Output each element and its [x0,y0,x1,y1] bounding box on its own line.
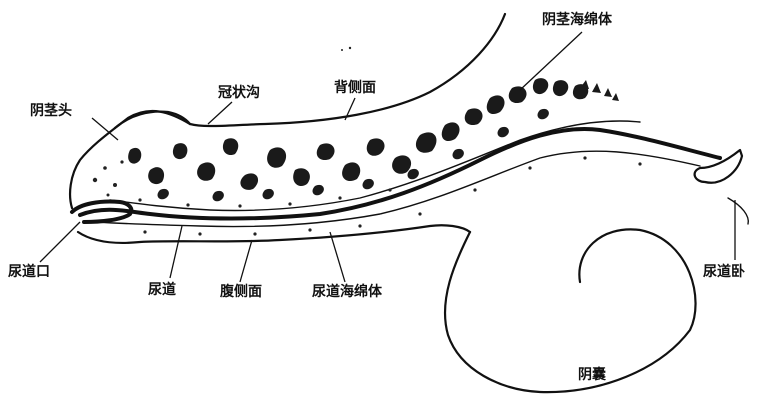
leader-urethra [170,226,182,278]
label-urethra: 尿道 [148,281,176,298]
leader-coronal-sulcus [208,102,232,124]
bulb-loop [728,198,748,224]
anatomy-outlines [70,14,748,392]
label-urethral-bulb: 尿道卧 [703,263,745,280]
leader-corpus-spongiosum [330,232,345,282]
label-dorsal-side: 背侧面 [334,79,376,96]
label-glans: 阴茎头 [30,102,72,119]
scrotum-outline [445,229,696,392]
label-coronal-sulcus: 冠状沟 [218,84,260,101]
leader-urethral-orifice [40,222,80,262]
label-scrotum: 阴囊 [578,366,607,383]
label-ventral-side: 腹侧面 [220,283,262,300]
label-urethral-orifice: 尿道口 [8,263,50,280]
urethra-upper-line [110,121,640,211]
leader-ventral-side [240,240,252,282]
urethra-channel [72,121,720,227]
leader-corpus-cavernosum [520,32,582,90]
ventral-outline [78,225,470,243]
label-corpus-cavernosum: 阴茎海绵体 [542,11,613,28]
labels: 阴茎头 冠状沟 背侧面 阴茎海绵体 尿道口 尿道 腹侧面 尿道海绵体 尿道卧 阴… [8,11,745,383]
glans-outline [115,112,190,128]
label-corpus-spongiosum: 尿道海绵体 [312,283,383,300]
leader-lines [40,32,735,282]
cavernous-tissue [128,78,619,201]
